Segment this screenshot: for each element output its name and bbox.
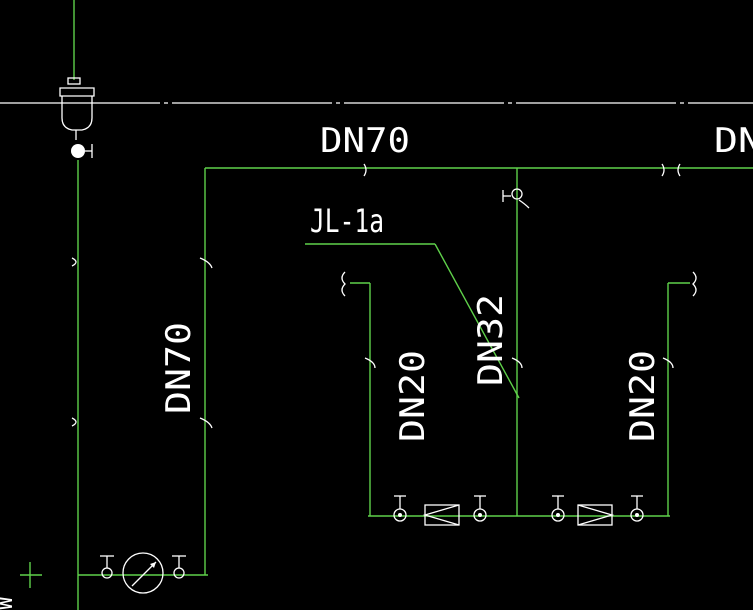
label-riser-tag: JL-1a <box>310 202 384 240</box>
left-riser <box>71 0 79 610</box>
label-left-edge-partial: W <box>0 596 18 610</box>
gate-valve-icon <box>393 495 407 522</box>
flow-meter-icon <box>122 552 164 594</box>
left-branch-pipe <box>341 271 376 516</box>
right-valve-group <box>551 495 644 526</box>
air-vent-icon <box>59 77 95 140</box>
pressure-gauge-icon <box>502 188 530 209</box>
gate-valve-icon <box>100 555 114 579</box>
label-branch-center: DN32 <box>471 294 511 386</box>
corner-marks <box>20 562 42 588</box>
gate-valve-icon <box>551 495 565 522</box>
meter-assembly <box>100 552 186 594</box>
label-branch-right: DN20 <box>623 350 663 442</box>
gate-valve-icon <box>473 495 487 522</box>
gate-valve-icon <box>172 555 186 579</box>
gate-valve-icon <box>630 495 644 522</box>
right-branch-pipe <box>662 271 697 516</box>
top-main-pipe <box>205 163 753 177</box>
check-valve-icon <box>422 504 460 526</box>
check-valve-icon <box>577 504 615 526</box>
gate-valve-icon <box>71 144 93 158</box>
left-valve-group <box>393 495 487 526</box>
center-riser <box>511 168 523 516</box>
label-left-vertical: DN70 <box>159 322 199 414</box>
label-top-right-partial: DN <box>714 121 753 161</box>
label-branch-left: DN20 <box>393 350 433 442</box>
tag-leader <box>305 243 520 399</box>
label-top-main: DN70 <box>320 121 410 161</box>
